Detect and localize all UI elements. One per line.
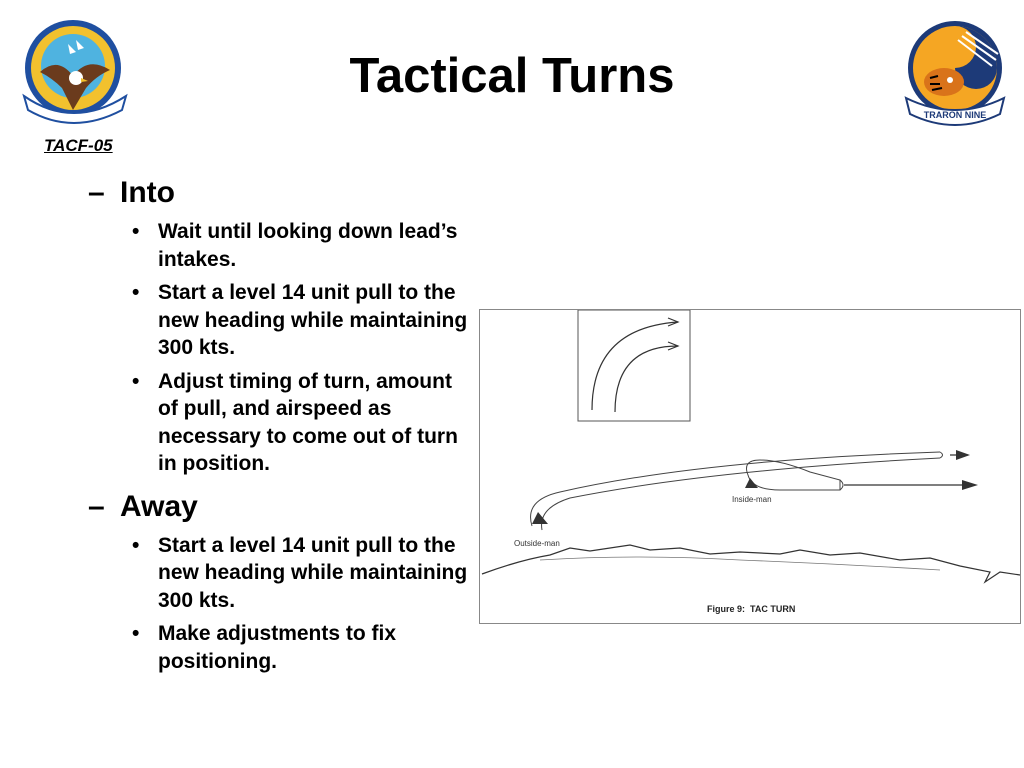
jet-icon bbox=[962, 480, 978, 490]
slide-code: TACF-05 bbox=[44, 136, 113, 155]
dash-marker: – bbox=[88, 176, 105, 209]
inset-arrowhead bbox=[667, 317, 680, 327]
list-item: •Start a level 14 unit pull to the new h… bbox=[132, 281, 468, 359]
dash-marker: – bbox=[88, 489, 105, 523]
outside-man-path-bottom bbox=[541, 457, 941, 531]
page-title: Tactical Turns bbox=[349, 49, 675, 103]
inside-man-path bbox=[746, 459, 841, 491]
outside-man-jet-icon bbox=[518, 512, 548, 524]
inset-box bbox=[577, 310, 691, 422]
away-bullet-list: •Start a level 14 unit pull to the new h… bbox=[88, 532, 473, 676]
into-bullet-list: •Wait until looking down lead’s intakes.… bbox=[88, 218, 473, 478]
outline-item-away: – Away bbox=[88, 488, 473, 526]
outside-man-path-top bbox=[530, 451, 941, 527]
inset-outer-turn-path bbox=[591, 321, 679, 411]
inside-man-jet-icon bbox=[732, 478, 758, 488]
jet-icon bbox=[956, 450, 970, 460]
training-squadron-seven-logo bbox=[18, 18, 132, 130]
outline-label: Into bbox=[120, 176, 175, 209]
mountain-ridge bbox=[481, 544, 1021, 584]
inset-arrowhead bbox=[667, 341, 680, 351]
inside-man-label: Inside-man bbox=[732, 495, 772, 504]
tac-turn-figure: Inside-man Outside-man Figure 9: TAC TUR… bbox=[479, 309, 1021, 624]
outside-man-label: Outside-man bbox=[514, 539, 560, 548]
traron-nine-logo: TRARON NINE bbox=[900, 18, 1010, 128]
right-logo-text: TRARON NINE bbox=[924, 110, 987, 120]
outline-label: Away bbox=[120, 489, 198, 523]
outline-content: – Into •Wait until looking down lead’s i… bbox=[88, 174, 473, 685]
figure-caption: Figure 9: TAC TURN bbox=[707, 604, 795, 614]
outline-item-into: – Into bbox=[88, 174, 473, 212]
inset-inner-turn-path bbox=[614, 345, 679, 413]
list-item: •Start a level 14 unit pull to the new h… bbox=[132, 533, 468, 612]
list-item: •Wait until looking down lead’s intakes. bbox=[132, 220, 458, 271]
list-item: •Adjust timing of turn, amount of pull, … bbox=[132, 369, 458, 476]
list-item: •Make adjustments to fix positioning. bbox=[132, 622, 397, 673]
